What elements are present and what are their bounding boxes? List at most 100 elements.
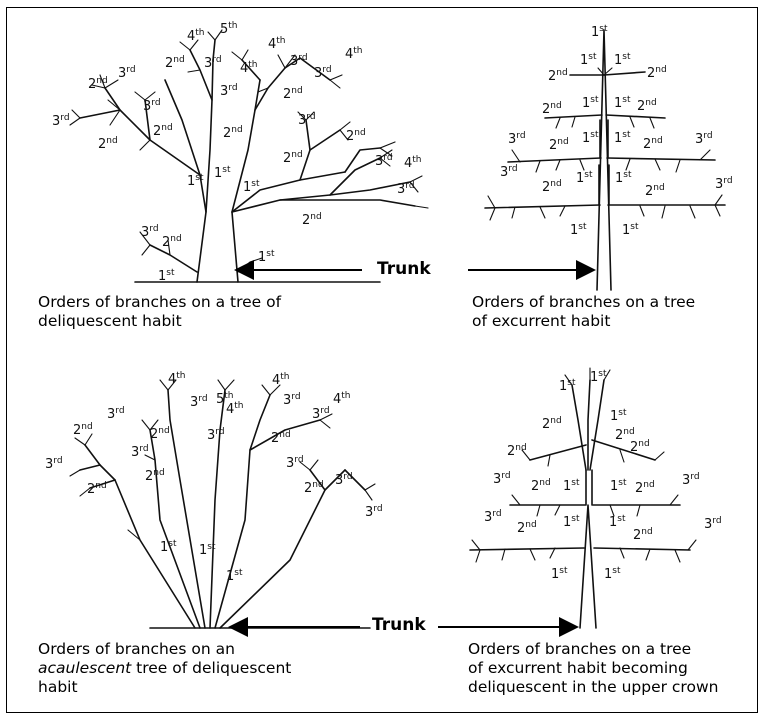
order-label-second: 2nd <box>542 179 562 195</box>
order-label-second: 2nd <box>531 478 551 494</box>
caption-excurrent-deliquescent: Orders of branches on a tree of excurren… <box>468 640 718 697</box>
caption-line: Orders of branches on a tree <box>472 293 695 312</box>
order-label-first: 1st <box>576 170 593 186</box>
order-label-first: 1st <box>551 566 568 582</box>
order-label-first: 1st <box>615 170 632 186</box>
order-label-second: 2nd <box>549 137 569 153</box>
order-label-third: 3rd <box>52 113 70 129</box>
caption-excurrent: Orders of branches on a tree of excurren… <box>472 293 695 331</box>
order-label-first: 1st <box>614 130 631 146</box>
order-label-fourth: 4th <box>226 401 244 417</box>
order-label-third: 3rd <box>45 456 63 472</box>
order-label-third: 3rd <box>484 509 502 525</box>
order-label-third: 3rd <box>365 504 383 520</box>
order-label-third: 3rd <box>335 472 353 488</box>
order-label-second: 2nd <box>73 422 93 438</box>
order-label-second: 2nd <box>153 123 173 139</box>
order-label-second: 2nd <box>507 443 527 459</box>
order-label-second: 2nd <box>643 136 663 152</box>
order-label-second: 2nd <box>271 430 291 446</box>
order-label-second: 2nd <box>165 55 185 71</box>
order-label-third: 3rd <box>118 65 136 81</box>
order-label-second: 2nd <box>630 439 650 455</box>
caption-line: habit <box>38 678 291 697</box>
caption-line: of excurrent habit becoming <box>468 659 718 678</box>
order-label-second: 2nd <box>150 426 170 442</box>
order-label-first: 1st <box>563 478 580 494</box>
order-label-second: 2nd <box>542 101 562 117</box>
order-label-first: 1st <box>582 95 599 111</box>
excurrent-to-deliquescent-tree <box>470 368 696 628</box>
order-label-first: 1st <box>570 222 587 238</box>
order-label-first: 1st <box>226 568 243 584</box>
order-label-third: 3rd <box>682 472 700 488</box>
order-label-fourth: 4th <box>187 28 205 44</box>
order-label-third: 3rd <box>493 471 511 487</box>
order-label-first: 1st <box>258 249 275 265</box>
order-label-third: 3rd <box>143 98 161 114</box>
order-label-fourth: 4th <box>268 36 286 52</box>
order-label-fourth: 4th <box>345 46 363 62</box>
order-label-third: 3rd <box>508 131 526 147</box>
order-label-second: 2nd <box>635 480 655 496</box>
order-label-third: 3rd <box>290 53 308 69</box>
order-label-third: 3rd <box>715 176 733 192</box>
order-label-second: 2nd <box>542 416 562 432</box>
order-label-second: 2nd <box>223 125 243 141</box>
order-label-first: 1st <box>614 52 631 68</box>
caption-rest: tree of deliquescent <box>131 659 291 677</box>
order-label-first: 1st <box>214 165 231 181</box>
order-label-first: 1st <box>609 514 626 530</box>
order-label-first: 1st <box>610 478 627 494</box>
trunk-label-top: Trunk <box>377 259 431 279</box>
caption-line-2: acaulescent tree of deliquescent <box>38 659 291 678</box>
order-label-first: 1st <box>604 566 621 582</box>
caption-line: deliquescent in the upper crown <box>468 678 718 697</box>
order-label-fifth: 5th <box>220 21 238 37</box>
order-label-second: 2nd <box>283 150 303 166</box>
order-label-third: 3rd <box>695 131 713 147</box>
order-label-first: 1st <box>591 24 608 40</box>
caption-line: Orders of branches on a tree <box>468 640 718 659</box>
order-label-second: 2nd <box>548 68 568 84</box>
order-label-first: 1st <box>563 514 580 530</box>
order-label-third: 3rd <box>375 153 393 169</box>
trunk-label-bottom: Trunk <box>372 615 426 635</box>
order-label-first: 1st <box>610 408 627 424</box>
order-label-second: 2nd <box>645 183 665 199</box>
caption-italic-word: acaulescent <box>38 659 131 677</box>
order-label-second: 2nd <box>647 65 667 81</box>
order-label-third: 3rd <box>220 83 238 99</box>
caption-line: Orders of branches on an <box>38 640 291 659</box>
order-label-fourth: 4th <box>272 372 290 388</box>
order-label-second: 2nd <box>162 234 182 250</box>
order-label-second: 2nd <box>633 527 653 543</box>
order-label-third: 3rd <box>500 164 518 180</box>
caption-line: deliquescent habit <box>38 312 281 331</box>
caption-deliquescent: Orders of branches on a tree of deliques… <box>38 293 281 331</box>
order-label-third: 3rd <box>283 392 301 408</box>
order-label-first: 1st <box>590 369 607 385</box>
order-label-third: 3rd <box>107 406 125 422</box>
order-label-fourth: 4th <box>333 391 351 407</box>
order-label-third: 3rd <box>141 224 159 240</box>
order-label-first: 1st <box>580 52 597 68</box>
acaulescent-tree <box>70 380 375 628</box>
excurrent-tree <box>485 30 725 290</box>
order-label-second: 2nd <box>637 98 657 114</box>
order-label-fourth: 4th <box>404 155 422 171</box>
order-label-second: 2nd <box>346 128 366 144</box>
order-label-first: 1st <box>614 95 631 111</box>
order-label-third: 3rd <box>286 455 304 471</box>
order-label-third: 3rd <box>397 181 415 197</box>
order-label-first: 1st <box>622 222 639 238</box>
order-label-second: 2nd <box>517 520 537 536</box>
order-label-second: 2nd <box>304 480 324 496</box>
order-label-third: 3rd <box>131 444 149 460</box>
caption-acaulescent: Orders of branches on an acaulescent tre… <box>38 640 291 697</box>
order-label-second: 2nd <box>145 468 165 484</box>
order-label-third: 3rd <box>190 394 208 410</box>
order-label-second: 2nd <box>88 76 108 92</box>
caption-line: Orders of branches on a tree of <box>38 293 281 312</box>
